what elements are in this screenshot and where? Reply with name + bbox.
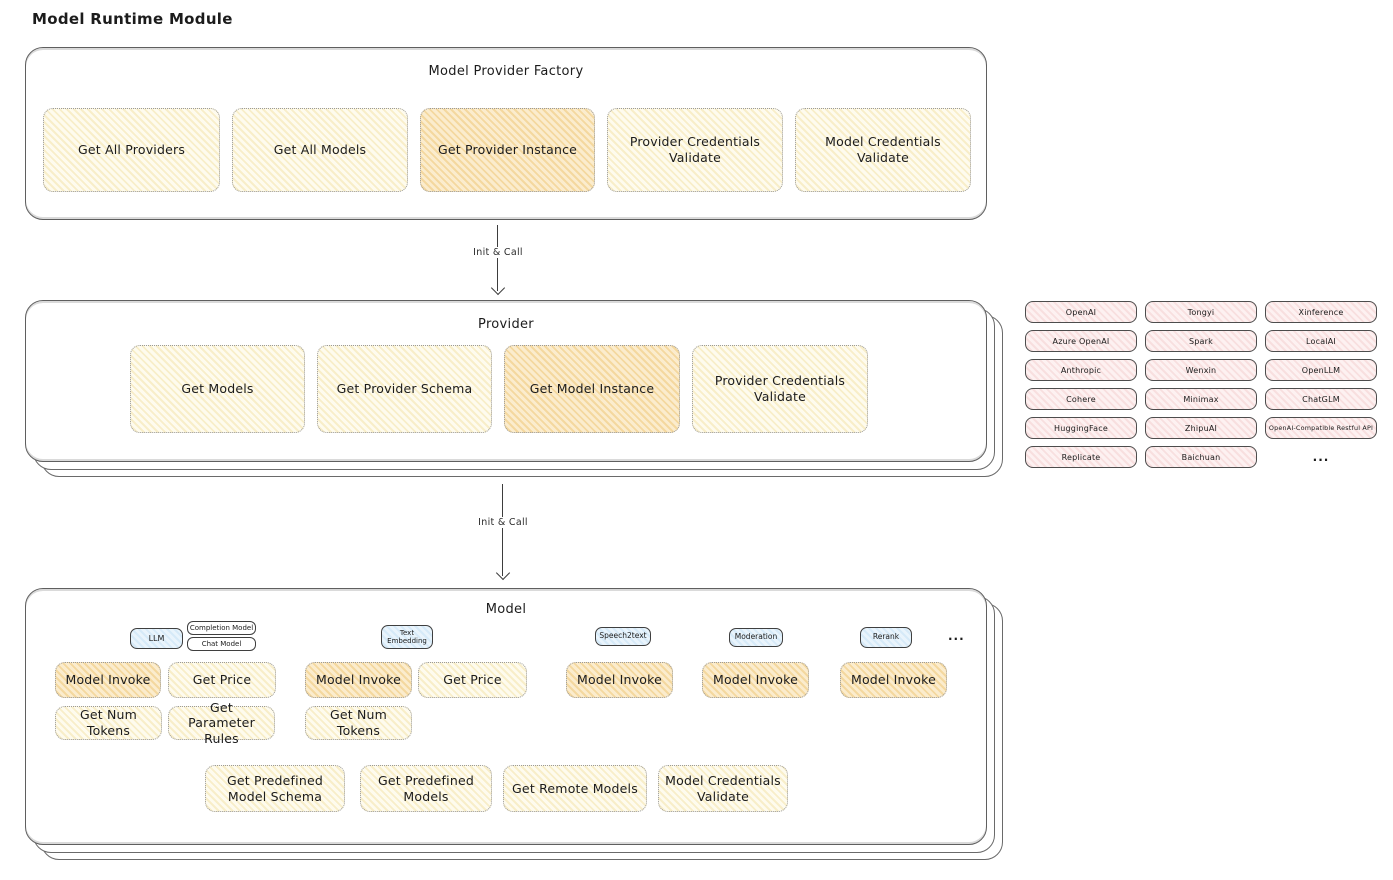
provider-op-get-models: Get Models xyxy=(130,345,305,433)
tag-llm: LLM xyxy=(130,628,183,649)
provider-chip-baichuan: Baichuan xyxy=(1145,446,1257,468)
provider-op-get-model-instance: Get Model Instance xyxy=(504,345,680,433)
provider-chip-anthropic: Anthropic xyxy=(1025,359,1137,381)
factory-title: Model Provider Factory xyxy=(428,64,584,79)
rerank-op-model-invoke: Model Invoke xyxy=(840,662,947,698)
provider-op-provider-credentials-validate: Provider Credentials Validate xyxy=(692,345,868,433)
provider-chip-openai: OpenAI xyxy=(1025,301,1137,323)
provider-chip-wenxin: Wenxin xyxy=(1145,359,1257,381)
provider-chip-azure-openai: Azure OpenAI xyxy=(1025,330,1137,352)
moderation-op-model-invoke: Model Invoke xyxy=(702,662,809,698)
tag-completion-model: Completion Model xyxy=(187,621,256,635)
factory-op-get-provider-instance: Get Provider Instance xyxy=(420,108,595,192)
tag-moderation: Moderation xyxy=(729,628,783,647)
provider-chip-localai: LocalAI xyxy=(1265,330,1377,352)
text-embedding-op-get-num-tokens: Get Num Tokens xyxy=(305,706,412,740)
model-title: Model xyxy=(485,602,527,617)
text-embedding-op-get-price: Get Price xyxy=(418,662,527,698)
factory-op-provider-credentials-validate: Provider Credentials Validate xyxy=(607,108,783,192)
diagram-title: Model Runtime Module xyxy=(32,10,233,28)
provider-chip-xinference: Xinference xyxy=(1265,301,1377,323)
tag-speech2text: Speech2text xyxy=(595,627,651,646)
tag-chat-model: Chat Model xyxy=(187,637,256,651)
provider-chip-tongyi: Tongyi xyxy=(1145,301,1257,323)
factory-op-get-all-providers: Get All Providers xyxy=(43,108,220,192)
provider-chip-openai-compatible-restful-api: OpenAI-Compatible Restful API xyxy=(1265,417,1377,439)
arrow-factory-to-provider xyxy=(497,225,498,291)
provider-chip-spark: Spark xyxy=(1145,330,1257,352)
arrow-label-init-call-2: Init & Call xyxy=(473,517,533,528)
provider-chip-cohere: Cohere xyxy=(1025,388,1137,410)
provider-chip-chatglm: ChatGLM xyxy=(1265,388,1377,410)
text-embedding-op-model-invoke: Model Invoke xyxy=(305,662,412,698)
factory-op-model-credentials-validate: Model Credentials Validate xyxy=(795,108,971,192)
model-op-get-predefined-model-schema: Get Predefined Model Schema xyxy=(205,765,345,812)
model-op-model-credentials-validate: Model Credentials Validate xyxy=(658,765,788,812)
provider-chip-zhipuai: ZhipuAI xyxy=(1145,417,1257,439)
arrow-label-init-call-1: Init & Call xyxy=(468,247,528,258)
provider-chip-minimax: Minimax xyxy=(1145,388,1257,410)
llm-op-get-num-tokens: Get Num Tokens xyxy=(55,706,162,740)
llm-op-get-price: Get Price xyxy=(168,662,276,698)
model-tags-more-ellipsis: ... xyxy=(948,629,965,643)
llm-op-get-parameter-rules: Get Parameter Rules xyxy=(168,700,275,746)
provider-title: Provider xyxy=(478,317,534,332)
tag-rerank: Rerank xyxy=(860,627,912,648)
model-op-get-predefined-models: Get Predefined Models xyxy=(360,765,492,812)
factory-op-get-all-models: Get All Models xyxy=(232,108,408,192)
llm-op-model-invoke: Model Invoke xyxy=(55,662,161,698)
provider-list: OpenAI Tongyi Xinference Azure OpenAI Sp… xyxy=(1025,301,1377,468)
provider-op-get-provider-schema: Get Provider Schema xyxy=(317,345,492,433)
provider-list-more-ellipsis: ... xyxy=(1312,450,1330,464)
arrow-provider-to-model xyxy=(502,484,503,576)
tag-text-embedding: Text Embedding xyxy=(381,625,433,649)
model-op-get-remote-models: Get Remote Models xyxy=(503,765,647,812)
speech2text-op-model-invoke: Model Invoke xyxy=(566,662,673,698)
provider-chip-openllm: OpenLLM xyxy=(1265,359,1377,381)
provider-chip-huggingface: HuggingFace xyxy=(1025,417,1137,439)
provider-chip-replicate: Replicate xyxy=(1025,446,1137,468)
